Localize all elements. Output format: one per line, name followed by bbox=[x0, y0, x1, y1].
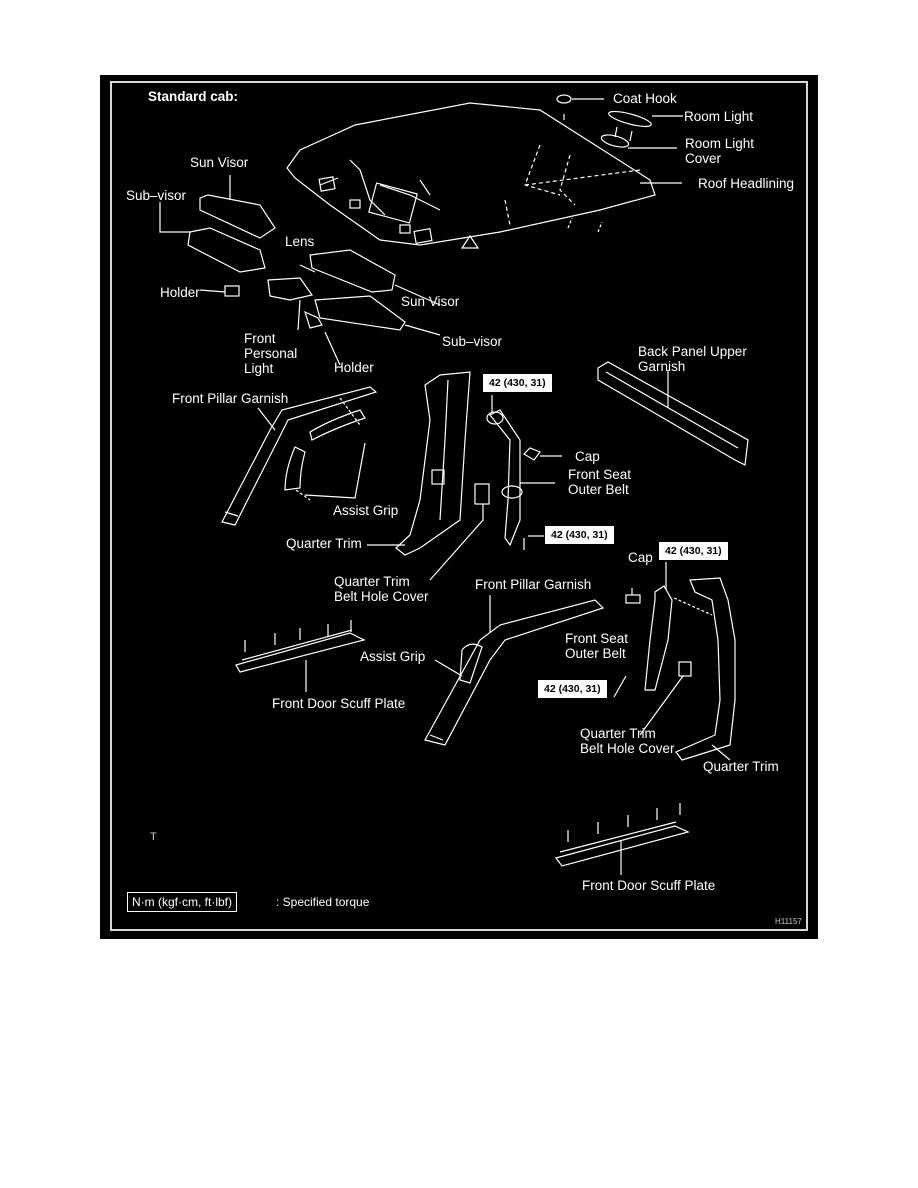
torque-spec-upper-belt-lower-anchor: 42 (430, 31) bbox=[544, 525, 615, 545]
torque-legend-box: N·m (kgf·cm, ft·lbf) bbox=[127, 892, 237, 912]
label-coat-hook: Coat Hook bbox=[613, 91, 677, 106]
label-cap-lower: Cap bbox=[628, 550, 653, 565]
label-front-seat-outer-belt-lower-line2: Outer Belt bbox=[565, 646, 626, 661]
front-door-scuff-plate-right-part bbox=[554, 803, 690, 875]
label-quarter-trim-belt-hole-cover-right-line1: Quarter Trim bbox=[580, 726, 656, 741]
label-sub-visor-right: Sub–visor bbox=[442, 334, 503, 349]
label-assist-grip-left: Assist Grip bbox=[333, 503, 399, 518]
label-assist-grip-right: Assist Grip bbox=[360, 649, 426, 664]
torque-legend-description: : Specified torque bbox=[276, 895, 370, 909]
label-sub-visor-left: Sub–visor bbox=[126, 188, 187, 203]
label-sun-visor-right: Sun Visor bbox=[401, 294, 460, 309]
diagram-title: Standard cab: bbox=[148, 89, 239, 104]
label-quarter-trim-belt-hole-cover-left-line2: Belt Hole Cover bbox=[334, 589, 429, 604]
stray-mark: T bbox=[150, 831, 157, 843]
torque-spec-lower-belt-lower-anchor: 42 (430, 31) bbox=[537, 679, 608, 699]
room-light-part bbox=[600, 110, 683, 184]
quarter-trim-upper-part bbox=[367, 371, 471, 556]
label-roof-headlining: Roof Headlining bbox=[698, 176, 795, 191]
label-lens: Lens bbox=[285, 234, 315, 249]
roof-headlining-part bbox=[286, 102, 656, 249]
label-front-seat-outer-belt-upper-line2: Outer Belt bbox=[568, 482, 629, 497]
label-holder-left: Holder bbox=[160, 285, 200, 300]
label-holder-right: Holder bbox=[334, 360, 374, 375]
front-pillar-garnish-right-part bbox=[424, 595, 605, 746]
label-front-pillar-garnish-left: Front Pillar Garnish bbox=[172, 391, 289, 406]
label-room-light: Room Light bbox=[684, 109, 754, 124]
label-back-panel-upper-garnish-line1: Back Panel Upper bbox=[638, 344, 747, 359]
label-front-seat-outer-belt-upper-line1: Front Seat bbox=[568, 467, 632, 482]
front-pillar-garnish-left-part bbox=[221, 386, 378, 526]
back-panel-upper-garnish-part bbox=[597, 361, 749, 466]
label-quarter-trim-belt-hole-cover-right-line2: Belt Hole Cover bbox=[580, 741, 675, 756]
torque-spec-lower-belt-anchor: 42 (430, 31) bbox=[658, 541, 729, 561]
front-seat-outer-belt-upper-part bbox=[429, 395, 562, 581]
figure-id: H11157 bbox=[775, 917, 802, 926]
label-room-light-cover-line1: Room Light bbox=[685, 136, 755, 151]
label-front-personal-light-line1: Front bbox=[244, 331, 276, 346]
diagram-frame bbox=[110, 81, 808, 931]
label-front-personal-light-line3: Light bbox=[244, 361, 274, 376]
label-front-door-scuff-plate-left: Front Door Scuff Plate bbox=[272, 696, 406, 711]
label-cap-upper: Cap bbox=[575, 449, 600, 464]
label-front-personal-light-line2: Personal bbox=[244, 346, 298, 361]
label-quarter-trim-right: Quarter Trim bbox=[703, 759, 779, 774]
label-front-seat-outer-belt-lower-line1: Front Seat bbox=[565, 631, 629, 646]
label-back-panel-upper-garnish-line2: Garnish bbox=[638, 359, 686, 374]
coat-hook-part bbox=[556, 94, 604, 120]
quarter-trim-lower-part bbox=[613, 562, 736, 761]
label-quarter-trim-left: Quarter Trim bbox=[286, 536, 362, 551]
label-front-pillar-garnish-right: Front Pillar Garnish bbox=[475, 577, 592, 592]
label-quarter-trim-belt-hole-cover-left-line1: Quarter Trim bbox=[334, 574, 410, 589]
label-sun-visor-left: Sun Visor bbox=[190, 155, 249, 170]
front-door-scuff-plate-left-part bbox=[235, 620, 366, 692]
torque-spec-upper-belt-anchor: 42 (430, 31) bbox=[482, 373, 553, 393]
label-front-door-scuff-plate-right: Front Door Scuff Plate bbox=[582, 878, 716, 893]
sun-visor-left-part bbox=[159, 175, 441, 366]
label-room-light-cover-line2: Cover bbox=[685, 151, 722, 166]
